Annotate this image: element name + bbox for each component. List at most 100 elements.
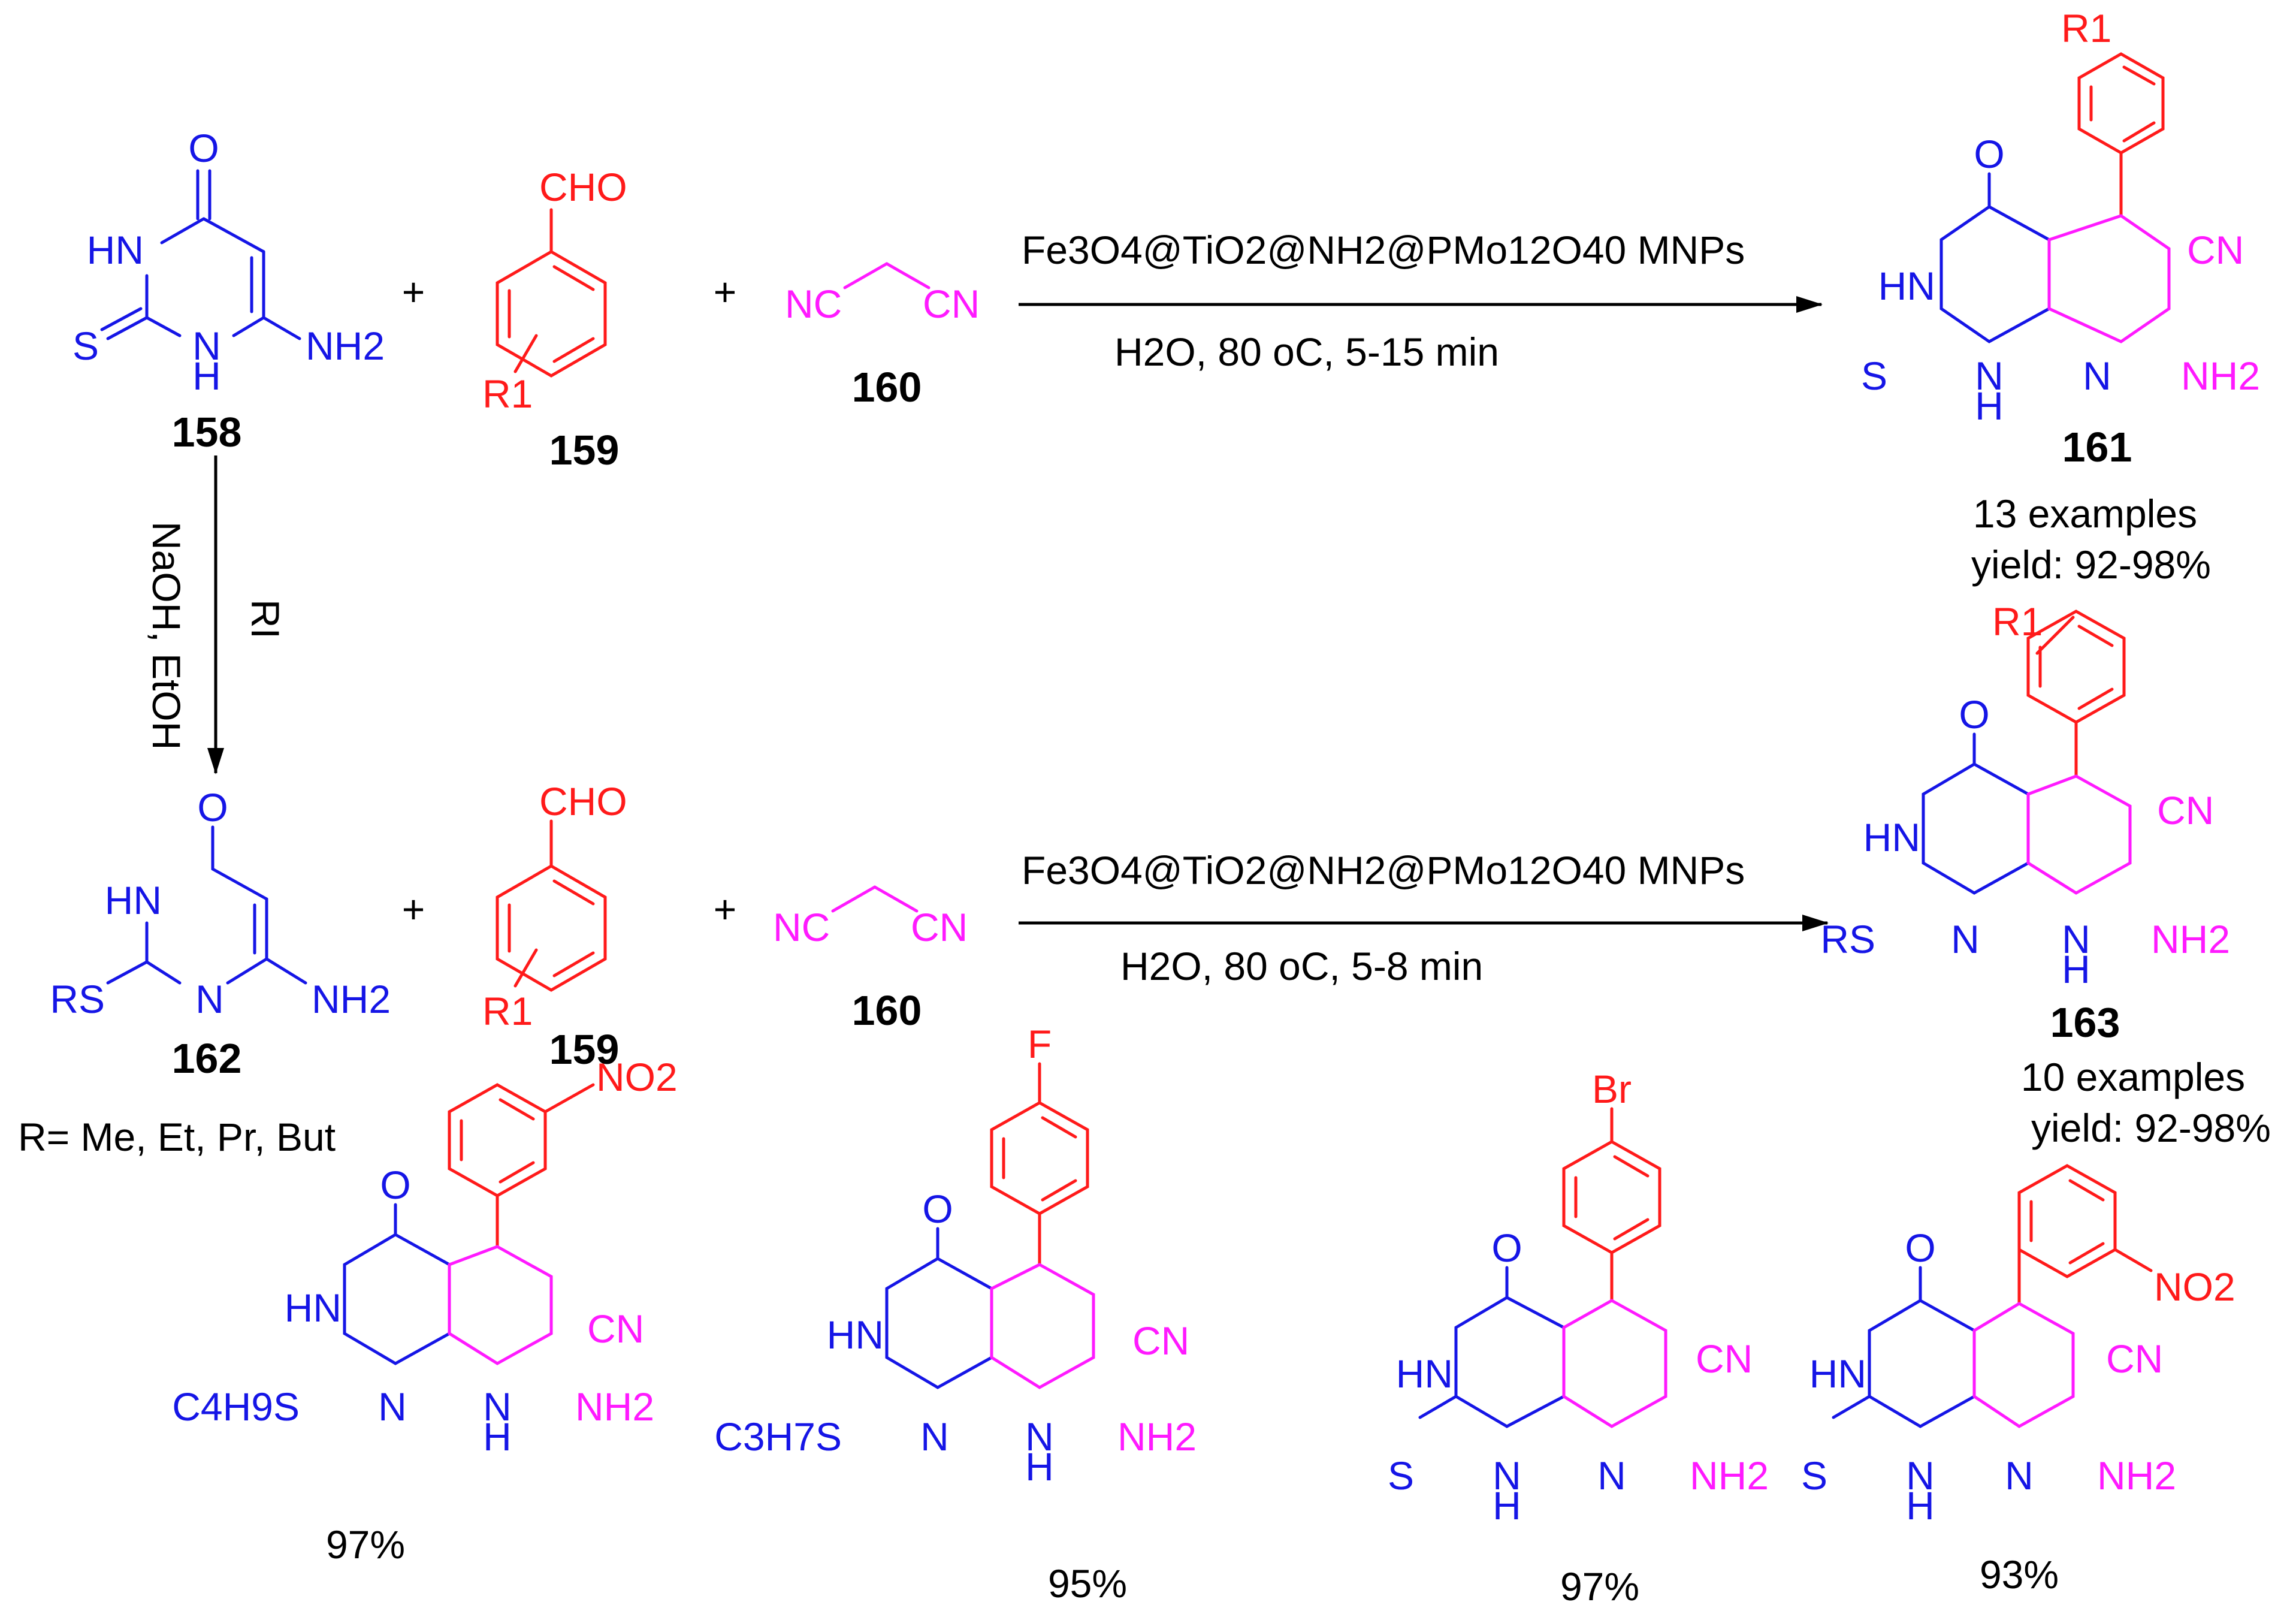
oxygen-label: O [1905,1226,1935,1270]
nh2-label: NH2 [1690,1453,1769,1498]
nh2-label: NH2 [2151,917,2230,961]
hn-label: HN [87,228,144,272]
n-label: N [1493,1453,1521,1498]
oxygen-label: O [188,126,219,170]
r1-label: R1 [482,372,533,416]
compound-number-159: 159 [549,427,620,473]
r1-label: R1 [482,989,533,1033]
cn-label: CN [2157,788,2214,832]
plus-sign: + [402,270,425,314]
h-label: H [1906,1483,1935,1528]
yield-range: yield: 92-98% [1971,542,2211,587]
nitro-label: NO2 [2154,1265,2235,1309]
example-yield: 93% [1980,1552,2059,1597]
conditions-label: H2O, 80 oC, 5-15 min [1114,330,1499,374]
example-product-4: NO2 O HN S N H N NH2 CN 93% [1801,1164,2235,1597]
h-label: H [2062,947,2090,991]
n-label: N [2083,354,2111,398]
cn-label: CN [923,282,980,326]
catalyst-label: Fe3O4@TiO2@NH2@PMo12O40 MNPs [1022,228,1745,272]
compound-163: O HN RS N N H NH2 CN R1 163 10 examples … [1820,599,2271,1150]
compound-158: O HN S N H NH2 158 [72,126,385,455]
hn-label: HN [827,1313,884,1357]
nc-label: NC [785,282,842,326]
propylthio-label: C3H7S [714,1414,842,1459]
yield-range: yield: 92-98% [2031,1106,2271,1150]
rs-label: RS [1820,917,1875,961]
r1-label: R1 [1992,599,2043,644]
plus-sign: + [714,887,737,931]
compound-161: O HN S N H N NH2 CN R1 161 13 examples y… [1861,6,2260,587]
compound-number-160: 160 [852,987,922,1034]
nitro-label: NO2 [596,1055,678,1099]
reaction-arrow-1: Fe3O4@TiO2@NH2@PMo12O40 MNPs H2O, 80 oC,… [1019,228,1823,374]
examples-count: 10 examples [2021,1055,2245,1099]
n-label: N [2062,917,2090,961]
conditions-label: H2O, 80 oC, 5-8 min [1120,944,1483,988]
r1-label: R1 [2061,6,2111,50]
compound-number-158: 158 [172,409,242,455]
nh2-label: NH2 [2097,1453,2176,1498]
oxygen-label: O [380,1163,410,1207]
example-yield: 97% [1560,1564,1639,1609]
h-label: H [192,354,221,398]
hn-label: HN [1863,815,1920,859]
base-solvent-label: NaOH, EtOH [144,521,189,750]
compound-159-top: CHO R1 159 [482,165,627,473]
example-product-2: F O HN C3H7S N N H NH2 CN 95% [714,1022,1197,1606]
nh2-label: NH2 [1117,1414,1197,1459]
nh2-label: NH2 [312,977,391,1021]
oxygen-label: O [922,1187,953,1231]
example-yield: 95% [1048,1561,1127,1606]
sulfur-label: S [1801,1453,1827,1498]
oxygen-label: O [197,785,228,829]
n-label: N [920,1414,949,1459]
nh2-label: NH2 [575,1384,654,1429]
r-definition: R= Me, Et, Pr, But [18,1115,336,1159]
cn-label: CN [1696,1337,1753,1381]
hn-label: HN [1878,264,1935,308]
oxygen-label: O [1959,692,1989,737]
n-label: N [1975,354,2004,398]
n-label: N [378,1384,407,1429]
n-label: N [1951,917,1980,961]
compound-160-top: NC CN 160 [785,262,980,411]
oxygen-label: O [1974,132,2004,176]
h-label: H [1975,384,2004,428]
examples-count: 13 examples [1973,491,2197,536]
rs-label: RS [50,977,105,1021]
n-label: N [1597,1453,1626,1498]
reaction-arrow-2: Fe3O4@TiO2@NH2@PMo12O40 MNPs H2O, 80 oC,… [1019,848,1829,988]
nh2-label: NH2 [2181,354,2260,398]
cho-label: CHO [539,779,627,823]
example-product-1: NO2 O HN C4H9S N N H NH2 CN 97% [172,1055,677,1567]
fluoro-label: F [1028,1022,1052,1066]
h-label: H [1025,1444,1054,1489]
n-label: N [2005,1453,2034,1498]
catalyst-label: Fe3O4@TiO2@NH2@PMo12O40 MNPs [1022,848,1745,892]
hn-label: HN [1396,1351,1453,1396]
compound-160-bottom: NC CN 160 [773,885,968,1034]
cn-label: CN [911,905,968,949]
example-product-3: Br O HN S N H N NH2 CN 97% [1388,1067,1769,1609]
vertical-arrow: NaOH, EtOH RI [144,455,288,774]
h-label: H [1493,1483,1521,1528]
cho-label: CHO [539,165,627,209]
nc-label: NC [773,905,830,949]
bromo-label: Br [1592,1067,1632,1111]
compound-number-162: 162 [172,1035,242,1082]
hn-label: HN [285,1286,342,1330]
sulfur-label: S [1388,1453,1414,1498]
compound-number-160: 160 [852,364,922,411]
cn-label: CN [2106,1337,2163,1381]
hn-label: HN [1809,1351,1866,1396]
cn-label: CN [2187,228,2244,272]
compound-number-161: 161 [2062,424,2132,470]
n-label: N [1906,1453,1935,1498]
nh2-label: NH2 [306,324,385,368]
alkyl-iodide-label: RI [243,599,288,639]
h-label: H [483,1414,512,1459]
cn-label: CN [587,1307,644,1351]
compound-162: O HN RS N NH2 162 [50,785,391,1082]
